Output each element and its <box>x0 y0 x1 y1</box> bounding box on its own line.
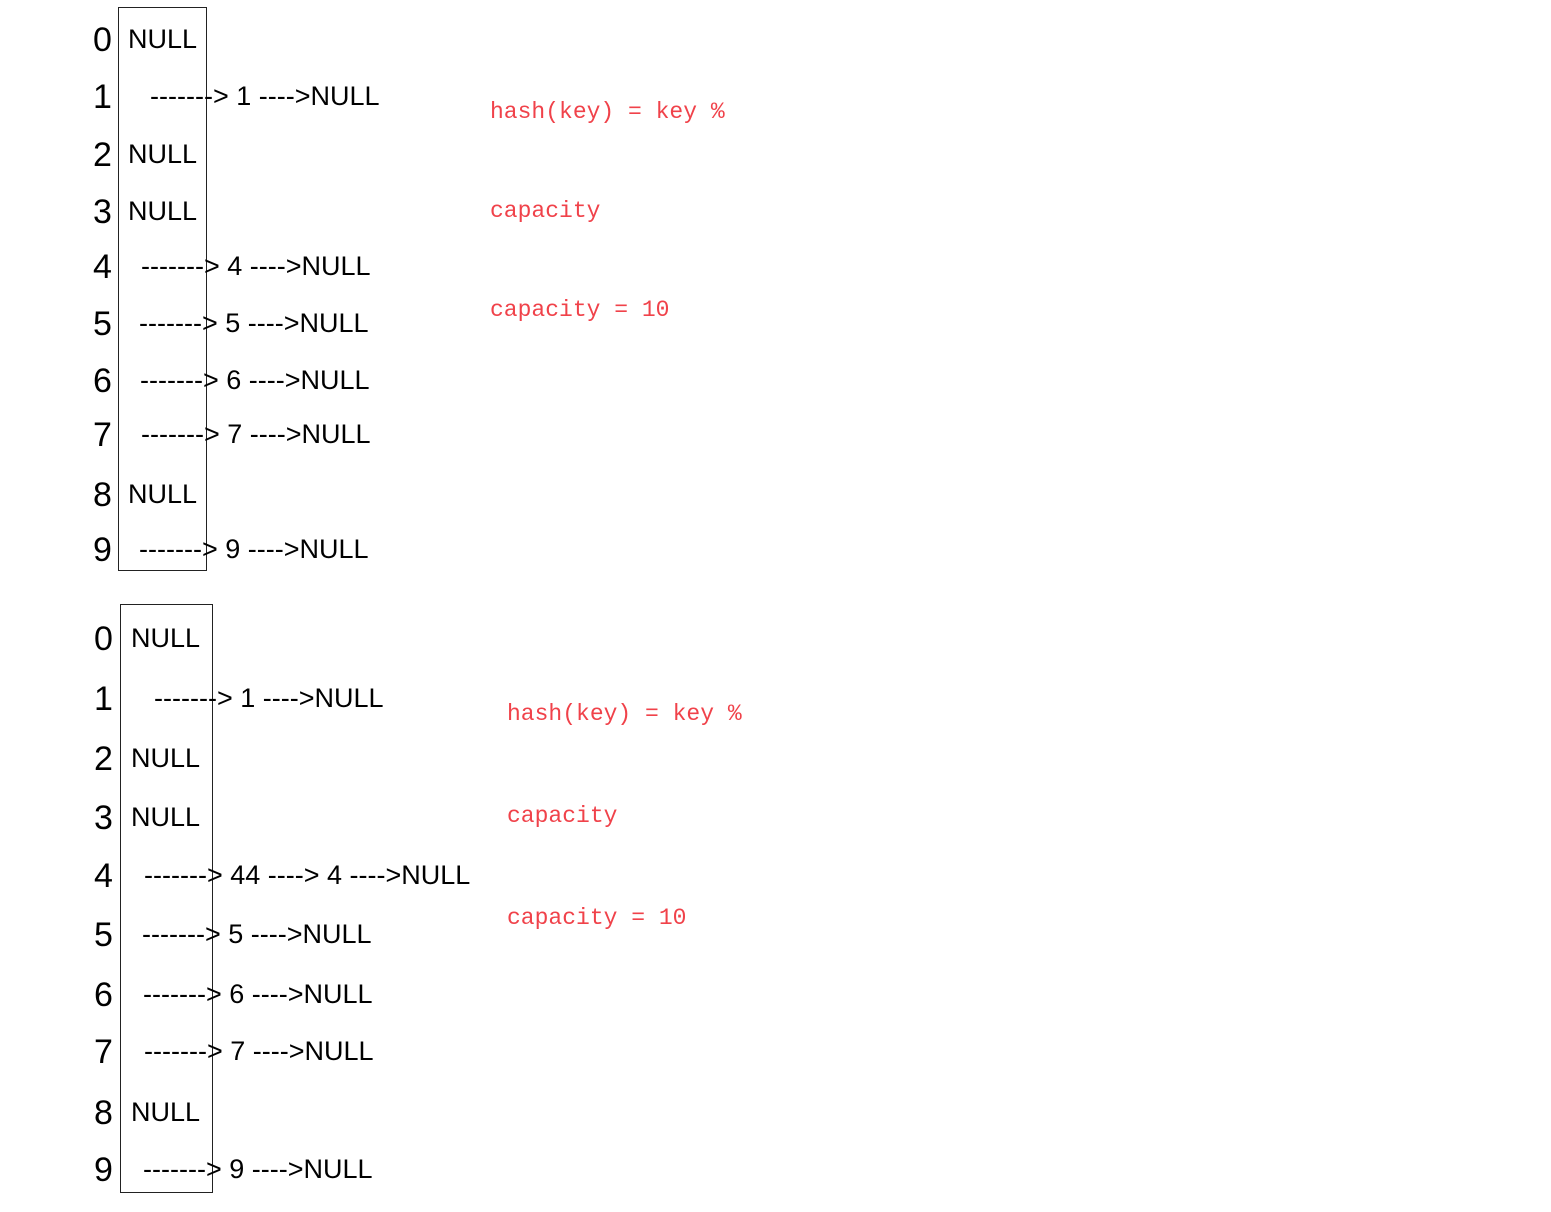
bucket-chain: -------> 1 ---->NULL <box>150 81 380 111</box>
bucket-index: 3 <box>94 799 113 837</box>
bucket-index: 6 <box>93 362 112 400</box>
bucket-chain: -------> 9 ---->NULL <box>139 534 369 564</box>
bucket-index: 1 <box>93 78 112 116</box>
bucket-index: 4 <box>93 248 112 286</box>
bucket-index: 0 <box>93 21 112 59</box>
bucket-chain: -------> 1 ---->NULL <box>154 683 384 713</box>
bucket-chain: -------> 6 ---->NULL <box>140 365 370 395</box>
bucket-null: NULL <box>128 196 198 226</box>
hash-formula: hash(key) = key % capacity capacity = 10 <box>490 30 725 393</box>
bucket-array-box <box>120 604 213 1193</box>
bucket-index: 9 <box>94 1151 113 1189</box>
bucket-chain: -------> 5 ---->NULL <box>142 919 372 949</box>
formula-line: capacity = 10 <box>507 905 687 931</box>
bucket-null: NULL <box>131 623 201 653</box>
bucket-null: NULL <box>128 24 198 54</box>
formula-line: capacity <box>507 803 618 829</box>
bucket-index: 7 <box>94 1033 113 1071</box>
bucket-index: 9 <box>93 531 112 569</box>
bucket-null: NULL <box>131 1097 201 1127</box>
formula-line: capacity <box>490 198 601 224</box>
bucket-chain: -------> 7 ---->NULL <box>144 1036 374 1066</box>
bucket-index: 5 <box>94 916 113 954</box>
bucket-chain: -------> 5 ---->NULL <box>139 308 369 338</box>
bucket-index: 2 <box>94 740 113 778</box>
bucket-array-box <box>118 7 207 571</box>
bucket-index: 0 <box>94 620 113 658</box>
bucket-index: 3 <box>93 193 112 231</box>
bucket-index: 4 <box>94 857 113 895</box>
bucket-null: NULL <box>128 139 198 169</box>
hash-table-diagram-1: hash(key) = key % capacity capacity = 10… <box>0 0 1551 590</box>
bucket-chain: -------> 44 ----> 4 ---->NULL <box>144 860 471 890</box>
hash-formula: hash(key) = key % capacity capacity = 10 <box>507 629 742 1003</box>
bucket-index: 1 <box>94 680 113 718</box>
bucket-chain: -------> 7 ---->NULL <box>141 419 371 449</box>
formula-line: capacity = 10 <box>490 297 670 323</box>
bucket-index: 2 <box>93 136 112 174</box>
bucket-chain: -------> 4 ---->NULL <box>141 251 371 281</box>
bucket-index: 6 <box>94 976 113 1014</box>
bucket-null: NULL <box>131 743 201 773</box>
formula-line: hash(key) = key % <box>507 701 742 727</box>
bucket-index: 7 <box>93 416 112 454</box>
bucket-index: 8 <box>93 476 112 514</box>
bucket-chain: -------> 6 ---->NULL <box>143 979 373 1009</box>
bucket-null: NULL <box>128 479 198 509</box>
bucket-null: NULL <box>131 802 201 832</box>
formula-line: hash(key) = key % <box>490 99 725 125</box>
bucket-index: 5 <box>93 305 112 343</box>
bucket-index: 8 <box>94 1094 113 1132</box>
bucket-chain: -------> 9 ---->NULL <box>143 1154 373 1184</box>
